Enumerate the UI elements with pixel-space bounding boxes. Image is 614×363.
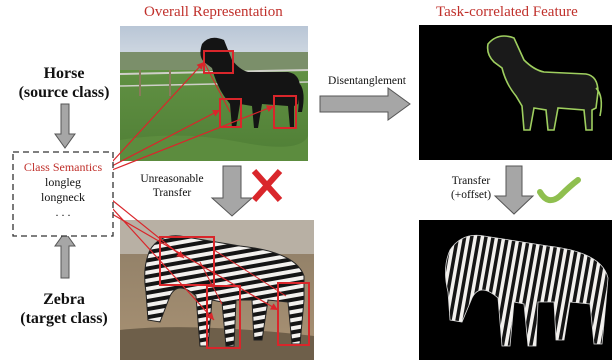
target-class-label: Zebra (target class) <box>12 290 116 328</box>
semantics-item: longneck <box>14 190 112 205</box>
source-class-sub: (source class) <box>12 83 116 102</box>
target-class-sub: (target class) <box>12 309 116 328</box>
semantics-item: . . . <box>14 205 112 220</box>
class-semantics-text: Class Semantics longleg longneck . . . <box>14 160 112 220</box>
cross-mark-icon <box>254 171 280 200</box>
source-class-label: Horse (source class) <box>12 64 116 102</box>
horse-to-semantics-arrow <box>55 104 75 148</box>
disentanglement-arrow <box>320 88 410 120</box>
transfer-offset-line2: (+offset) <box>442 188 500 202</box>
task-correlated-zebra-image <box>419 220 612 360</box>
unreasonable-transfer-arrow <box>212 166 252 216</box>
disentanglement-label: Disentanglement <box>322 74 412 88</box>
source-class-name: Horse <box>12 64 116 83</box>
unreasonable-transfer-line1: Unreasonable <box>138 172 206 186</box>
target-class-name: Zebra <box>12 290 116 309</box>
zebra-photo <box>120 220 314 360</box>
transfer-offset-line1: Transfer <box>442 174 500 188</box>
class-semantics-title: Class Semantics <box>14 160 112 175</box>
task-correlated-horse-image <box>419 25 612 160</box>
unreasonable-transfer-line2: Transfer <box>138 186 206 200</box>
horse-photo <box>120 26 308 161</box>
check-mark-icon <box>540 180 578 200</box>
zebra-to-semantics-arrow <box>55 232 75 278</box>
transfer-offset-label: Transfer (+offset) <box>442 174 500 202</box>
semantics-item: longleg <box>14 175 112 190</box>
unreasonable-transfer-label: Unreasonable Transfer <box>138 172 206 200</box>
transfer-offset-arrow <box>495 166 533 214</box>
